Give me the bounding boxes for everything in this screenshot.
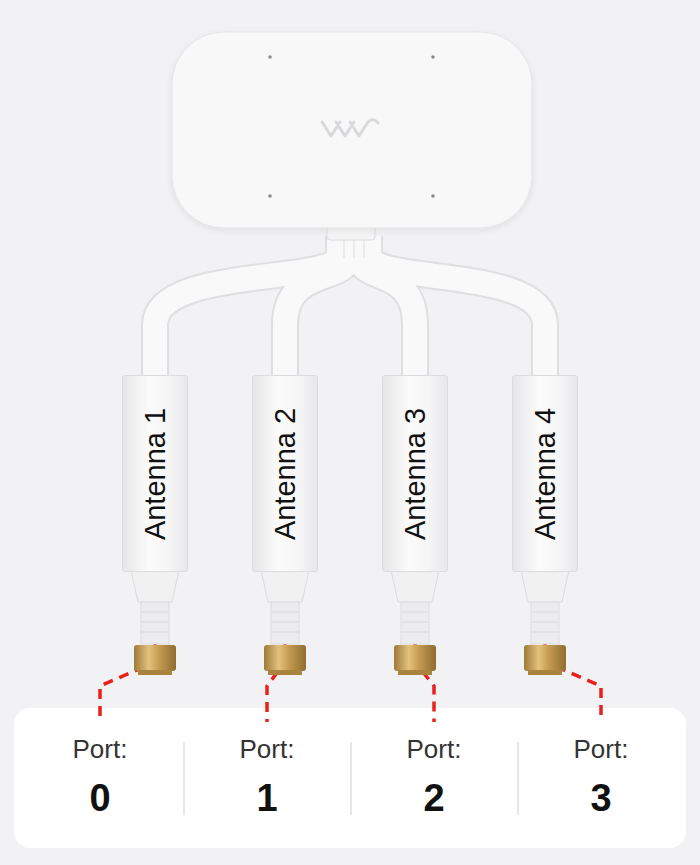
rib (271, 622, 299, 623)
port-number: 2 (423, 776, 444, 820)
strain-relief (401, 602, 429, 644)
cable-seam (363, 238, 365, 258)
brass-nut (134, 645, 176, 671)
strain-relief (271, 602, 299, 644)
cable (369, 236, 545, 380)
rib (401, 612, 429, 613)
port-number: 1 (256, 776, 277, 820)
rib (271, 632, 299, 633)
antenna-label: Antenna 4 (529, 407, 562, 539)
antenna-label: Antenna 3 (399, 407, 432, 539)
cable-seam (353, 238, 355, 258)
antenna-sleeve: Antenna 4 (512, 375, 578, 572)
boot (391, 570, 439, 602)
boot (261, 570, 309, 602)
logo (322, 120, 378, 136)
rib (141, 622, 169, 623)
port-cell: Port: 1 (192, 722, 342, 832)
rf-connector (131, 570, 179, 675)
port-cell: Port: 0 (25, 722, 175, 832)
boot (131, 570, 179, 602)
rf-connector (521, 570, 569, 675)
port-panel (14, 708, 686, 848)
cable-seam (343, 238, 345, 258)
strain-relief (141, 602, 169, 644)
thread (268, 670, 302, 675)
divider (517, 742, 519, 815)
divider (183, 742, 185, 815)
rib (141, 612, 169, 613)
port-label: Port: (574, 734, 629, 764)
port-label: Port: (407, 734, 462, 764)
thread (138, 670, 172, 675)
cable-edge (155, 236, 339, 380)
rib (401, 632, 429, 633)
port-number: 3 (590, 776, 611, 820)
rib (271, 612, 299, 613)
brass-nut (394, 645, 436, 671)
cable (155, 236, 339, 380)
rf-connector (391, 570, 439, 675)
thread (528, 670, 562, 675)
port-cell: Port: 3 (526, 722, 676, 832)
brass-nut (264, 645, 306, 671)
cable (285, 236, 349, 380)
rib (401, 622, 429, 623)
rib (141, 632, 169, 633)
screw-hole (268, 194, 272, 198)
rib (531, 612, 559, 613)
cables (155, 236, 545, 380)
cable-edge (369, 236, 545, 380)
screw-hole (268, 55, 272, 59)
antenna-sleeve: Antenna 1 (122, 375, 188, 572)
screw-hole (431, 55, 435, 59)
divider (350, 742, 352, 815)
antenna-label: Antenna 1 (139, 407, 172, 539)
boot (521, 570, 569, 602)
antenna-label: Antenna 2 (269, 407, 302, 539)
rf-connector (261, 570, 309, 675)
port-label: Port: (240, 734, 295, 764)
screw-hole (431, 194, 435, 198)
brass-nut (524, 645, 566, 671)
port-number: 0 (89, 776, 110, 820)
strain-relief (531, 602, 559, 644)
antenna-sleeve: Antenna 3 (382, 375, 448, 572)
port-label: Port: (73, 734, 128, 764)
rib (531, 622, 559, 623)
antenna-sleeve: Antenna 2 (252, 375, 318, 572)
rib (531, 632, 559, 633)
port-cell: Port: 2 (359, 722, 509, 832)
thread (398, 670, 432, 675)
antenna-housing (172, 32, 532, 228)
